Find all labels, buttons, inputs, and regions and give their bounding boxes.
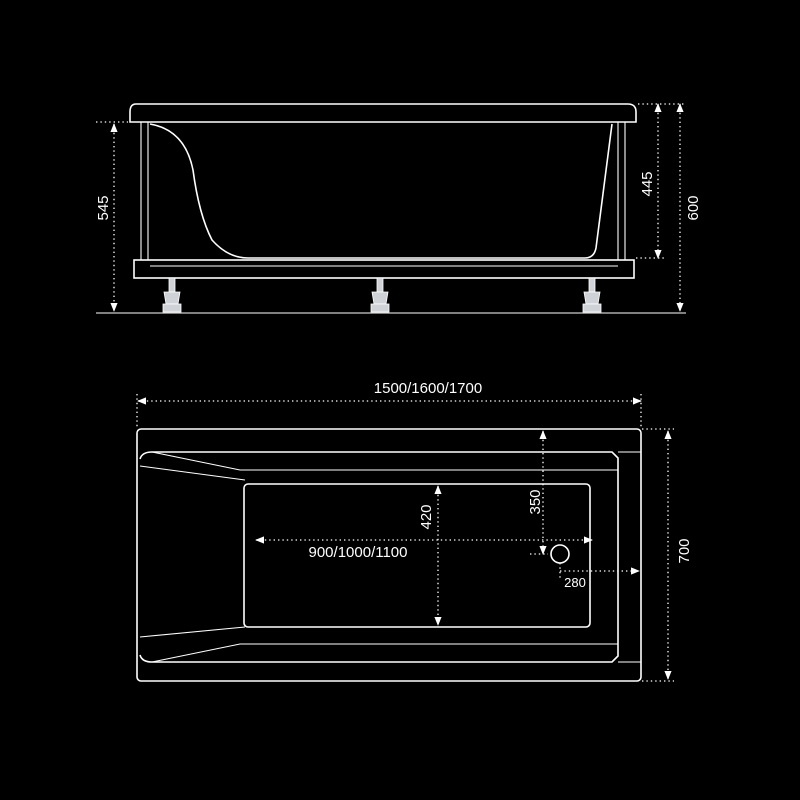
tub-flat-bottom <box>243 483 591 628</box>
backrest-slope-bottom-lower <box>151 643 618 663</box>
backrest-slope-top <box>139 465 246 481</box>
dim-label-inner-width: 420 <box>418 504 435 529</box>
tub-body-profile <box>149 123 613 259</box>
dim-label-600: 600 <box>685 195 702 220</box>
top-view: 1500/1600/1700 900/1000/1100 420 350 280 <box>136 380 693 682</box>
leg-left <box>162 277 182 313</box>
leg-middle <box>370 277 390 313</box>
dim-label-445: 445 <box>639 171 656 196</box>
dim-label-350: 350 <box>527 489 544 514</box>
base-frame <box>133 259 635 279</box>
tub-bowl-edge <box>139 451 619 663</box>
backrest-slope-top-upper <box>151 451 618 471</box>
tub-outline-outer <box>136 428 642 682</box>
dim-label-280: 280 <box>564 575 586 590</box>
dim-label-width: 700 <box>676 538 693 563</box>
drain-circle <box>550 544 570 564</box>
backrest-slope-bottom <box>139 626 246 638</box>
tub-rim <box>129 103 637 123</box>
dim-label-545: 545 <box>95 195 112 220</box>
dim-label-inner-length: 900/1000/1100 <box>309 544 408 561</box>
leg-right <box>582 277 602 313</box>
side-view: 545 445 600 <box>95 103 702 314</box>
dim-label-length: 1500/1600/1700 <box>374 380 482 397</box>
